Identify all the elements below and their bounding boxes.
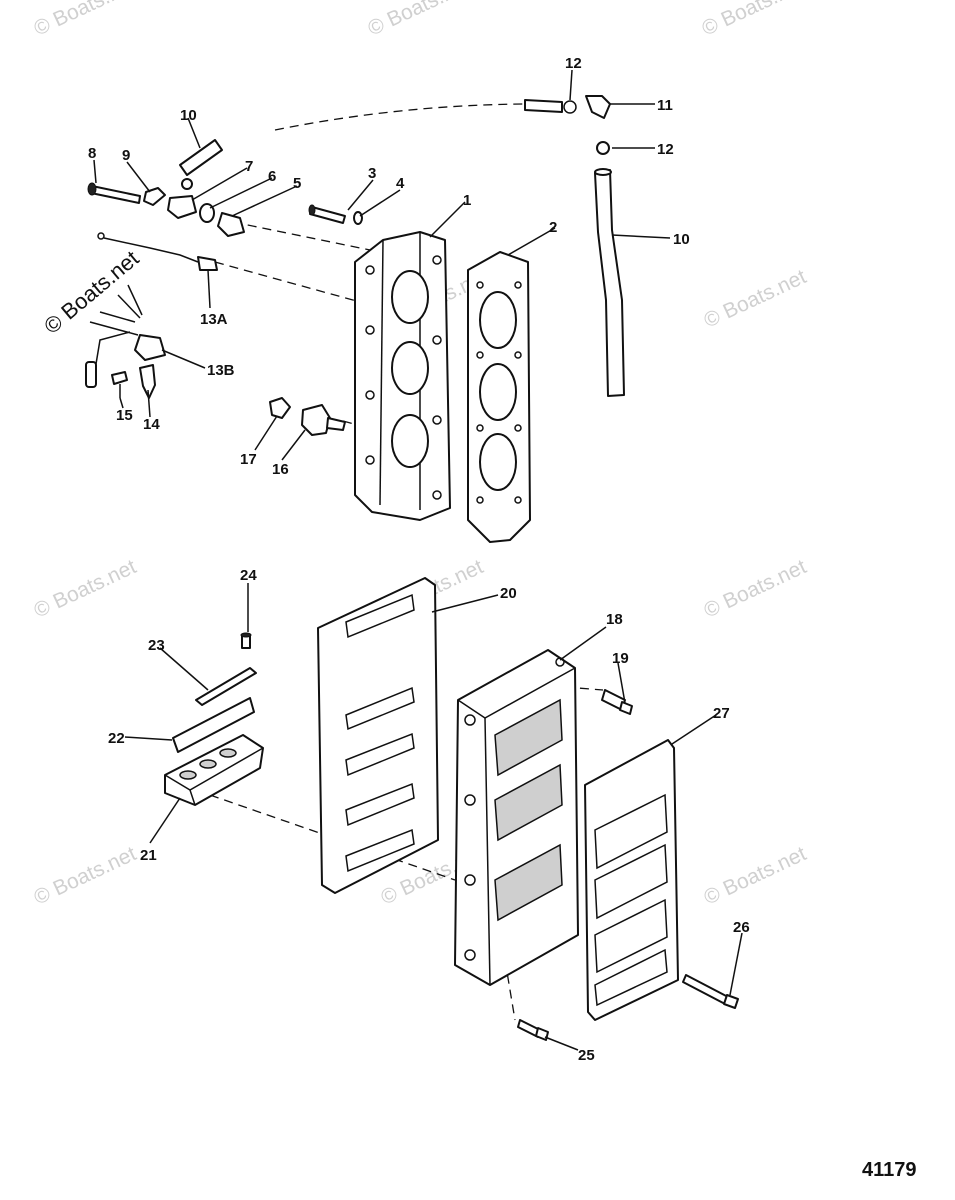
part-label-27: 27 xyxy=(713,705,730,722)
watermark: © Boats.net xyxy=(30,0,140,41)
part-label-4: 4 xyxy=(396,175,405,192)
part-label-3: 3 xyxy=(368,165,376,182)
part-label-17: 17 xyxy=(240,451,257,468)
top-parts xyxy=(87,95,625,397)
bolts-lower xyxy=(517,974,739,1041)
watermark: © Boats.net xyxy=(700,555,810,622)
part-label-11: 11 xyxy=(657,97,673,114)
part-label-22: 22 xyxy=(108,730,125,747)
bolt-19 xyxy=(601,689,633,715)
part-label-7: 7 xyxy=(245,158,253,175)
part-label-6: 6 xyxy=(268,168,276,185)
part-label-13a: 13A xyxy=(200,311,228,328)
part-label-10: 10 xyxy=(673,231,690,248)
head-gasket xyxy=(467,251,531,543)
part-label-9: 9 xyxy=(122,147,130,164)
reed-parts xyxy=(164,632,264,806)
part-label-20: 20 xyxy=(500,585,517,602)
part-label-13b: 13B xyxy=(207,362,235,379)
part-label-1: 1 xyxy=(463,192,471,209)
watermark: © Boats.net xyxy=(698,0,808,41)
part-label-19: 19 xyxy=(612,650,629,667)
head-chambers xyxy=(391,270,429,468)
part-label-12-top: 12 xyxy=(565,55,582,72)
figure-number: 41179 xyxy=(862,1159,917,1181)
part-label-12: 12 xyxy=(657,141,674,158)
part-labels: 1 2 3 4 5 6 7 8 9 10 12 11 12 10 13A 13B… xyxy=(88,55,750,1064)
part-label-2: 2 xyxy=(549,219,557,236)
part-label-24: 24 xyxy=(240,567,257,584)
watermark: © Boats.net xyxy=(39,246,143,339)
part-label-25: 25 xyxy=(578,1047,595,1064)
leader-lines xyxy=(93,69,743,1051)
part-label-15: 15 xyxy=(116,407,133,424)
part-label-10-top: 10 xyxy=(180,107,197,124)
harness-parts xyxy=(85,284,346,436)
watermark: © Boats.net xyxy=(700,842,810,909)
part-label-26: 26 xyxy=(733,919,750,936)
part-label-8: 8 xyxy=(88,145,96,162)
gasket-27 xyxy=(584,739,679,1021)
assembly-lines xyxy=(209,103,604,1021)
watermark: © Boats.net xyxy=(30,842,140,909)
watermark: © Boats.net xyxy=(700,265,810,332)
part-label-14: 14 xyxy=(143,416,160,433)
part-label-18: 18 xyxy=(606,611,623,628)
watermark: © Boats.net xyxy=(364,0,474,41)
part-label-21: 21 xyxy=(140,847,157,864)
part-label-5: 5 xyxy=(293,175,301,192)
reed-housing-18 xyxy=(454,649,579,986)
gasket-20 xyxy=(317,577,439,894)
part-label-23: 23 xyxy=(148,637,165,654)
part-label-16: 16 xyxy=(272,461,289,478)
cylinder-head xyxy=(354,231,451,521)
watermark: © Boats.net xyxy=(30,555,140,622)
